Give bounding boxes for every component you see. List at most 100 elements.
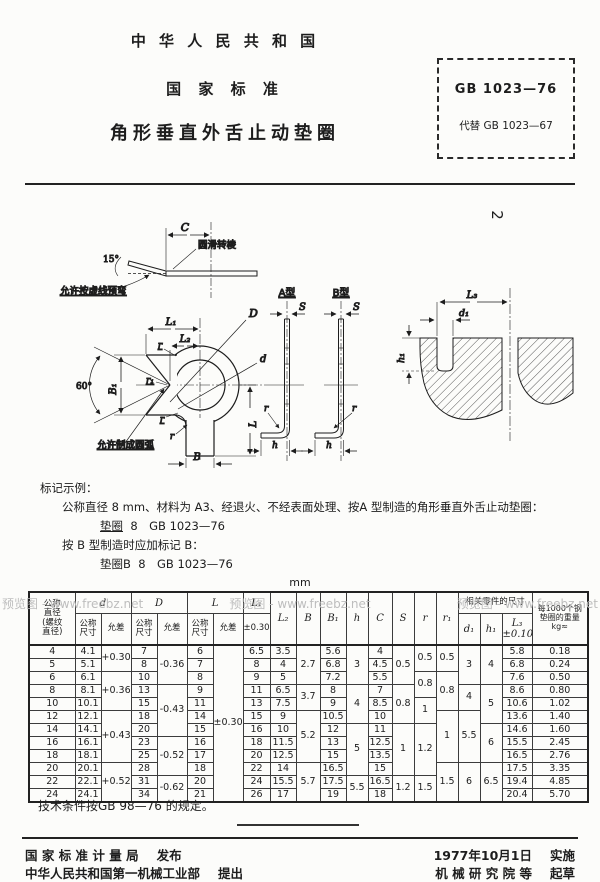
cell-d: 6.1 — [74, 671, 102, 685]
angle-15-label: 15° — [103, 255, 119, 265]
dim-S-a: S — [299, 302, 306, 313]
type-a-view — [247, 301, 305, 461]
cell-h: 5 — [345, 723, 369, 776]
cell-thread: 14 — [28, 723, 76, 737]
cell-L2: 7.5 — [269, 697, 297, 711]
cell-L: 6 — [186, 644, 214, 659]
cell-thread: 8 — [28, 684, 76, 698]
cell-L3: 5.8 — [501, 644, 533, 659]
cell-D: 20 — [130, 723, 158, 737]
cell-r1: 1.5 — [435, 762, 459, 803]
drafter-action: 起草 — [549, 866, 575, 881]
type-a-label: A型 — [279, 286, 296, 299]
col-r1: r₁ — [435, 591, 459, 646]
page-title: 角形垂直外舌止动垫圈 — [110, 123, 340, 144]
cell-d: 18.1 — [74, 749, 102, 763]
cell-thread: 5 — [28, 658, 76, 672]
cell-L3: 19.4 — [501, 775, 533, 789]
cell-L3: 7.6 — [501, 671, 533, 685]
cell-r: 1.2 — [413, 723, 437, 776]
proposer-action: 提出 — [218, 866, 244, 881]
cell-L1: 15 — [242, 710, 271, 724]
cell-h1: 5 — [479, 684, 503, 724]
col-L-nominal: 公称 尺寸 — [186, 613, 214, 646]
cell-D: 10 — [130, 671, 158, 685]
cell-D_tol: -0.62 — [156, 775, 188, 803]
cell-thread: 16 — [28, 736, 76, 750]
cell-B1: 16.5 — [319, 762, 347, 776]
col-C: C — [367, 591, 393, 646]
cell-thread: 6 — [28, 671, 76, 685]
implement-date: 1977年10月1日 — [433, 848, 532, 863]
cell-L2: 12.5 — [269, 749, 297, 763]
cell-B1: 19 — [319, 788, 347, 803]
footer-proposer-line: 中华人民共和国第一机械工业部 提出 — [25, 863, 243, 882]
cell-C: 16.5 — [367, 775, 393, 789]
type-b-label: B型 — [333, 286, 350, 299]
front-view — [89, 318, 270, 468]
cell-d_tol: +0.30 — [100, 644, 132, 672]
dim-L: L — [248, 420, 259, 428]
dim-L2: L₂ — [179, 334, 191, 345]
cell-D: 34 — [130, 788, 158, 803]
cell-thread: 12 — [28, 710, 76, 724]
marking-example-1-rest: 8 GB 1023—76 — [130, 519, 225, 533]
cell-wt: 4.85 — [531, 775, 589, 789]
col-B1: B₁ — [319, 591, 347, 646]
cell-L_tol: ±0.30 — [212, 644, 244, 803]
cell-thread: 18 — [28, 749, 76, 763]
cell-B: 5.7 — [295, 762, 321, 803]
dim-S-b: S — [353, 302, 360, 313]
cell-S: 1.2 — [391, 775, 415, 803]
cell-B1: 13 — [319, 736, 347, 750]
col-D-nominal: 公称 尺寸 — [130, 613, 158, 646]
dim-d: d — [260, 354, 266, 365]
marking-type-b-note: 按 B 型制造时应加标记 B： — [62, 538, 204, 552]
cell-h1: 6 — [479, 723, 503, 763]
cell-L3: 15.5 — [501, 736, 533, 750]
dim-C: C — [181, 221, 190, 234]
dim-r-low: r — [170, 432, 175, 442]
footer-implement-line: 1977年10月1日 实施 — [434, 845, 575, 864]
cell-D: 13 — [130, 684, 158, 698]
cell-wt: 5.70 — [531, 788, 589, 803]
dim-h-a: h — [272, 441, 278, 451]
col-L3: L₃ ±0.10 — [501, 613, 533, 646]
cell-L: 14 — [186, 710, 214, 724]
col-r: r — [413, 591, 437, 646]
arc-note: 允许制成圆弧 — [97, 439, 155, 451]
cell-d: 4.1 — [74, 644, 102, 659]
marking-heading: 标记示例： — [40, 481, 98, 495]
cell-L1: 18 — [242, 736, 271, 750]
standard-type: 国 家 标 准 — [166, 80, 284, 98]
cell-thread: 24 — [28, 788, 76, 803]
cell-L: 21 — [186, 788, 214, 803]
cell-B: 2.7 — [295, 644, 321, 685]
cell-B1: 15 — [319, 749, 347, 763]
implement-action: 实施 — [549, 848, 575, 863]
cell-d: 14.1 — [74, 723, 102, 737]
footer-rule — [22, 837, 578, 839]
cell-d: 8.1 — [74, 684, 102, 698]
cell-C: 4.5 — [367, 658, 393, 672]
prebend-note: 允许按虚线预弯 — [60, 285, 127, 297]
cell-C: 11 — [367, 723, 393, 737]
cell-C: 13.5 — [367, 749, 393, 763]
cell-D_tol: -0.52 — [156, 736, 188, 776]
cell-L: 11 — [186, 697, 214, 711]
cell-L1: 24 — [242, 775, 271, 789]
angle-60-label: 60° — [76, 382, 92, 392]
marking-description: 公称直径 8 mm、材料为 A3、经退火、不经表面处理、按A 型制造的角形垂直外… — [62, 500, 544, 514]
cell-L1: 26 — [242, 788, 271, 803]
dim-h1: h₁ — [396, 353, 407, 363]
cell-wt: 1.02 — [531, 697, 589, 711]
cell-C: 4 — [367, 644, 393, 659]
dim-d1: d₁ — [459, 308, 469, 319]
col-nominal-diameter: 公称 直径 (螺纹 直径) — [28, 591, 76, 646]
cell-L1: 13 — [242, 697, 271, 711]
proposer: 中华人民共和国第一机械工业部 — [25, 866, 201, 881]
